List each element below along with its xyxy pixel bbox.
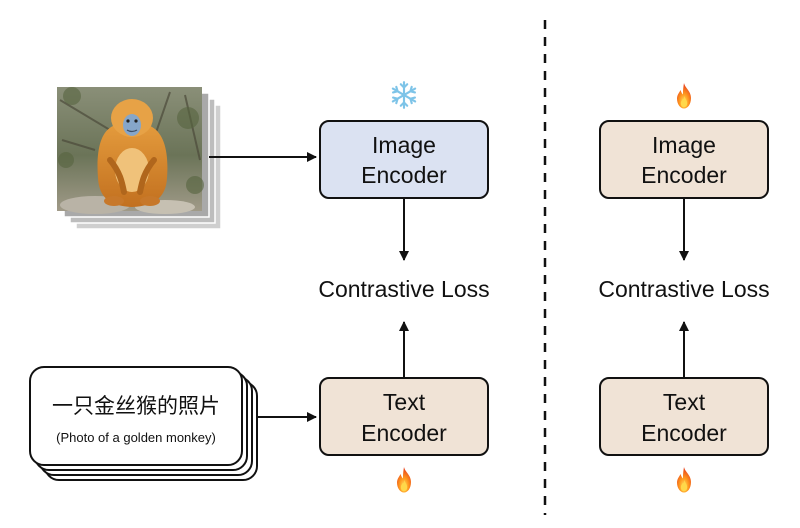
left-image-encoder-label-line2: Encoder (361, 162, 447, 188)
right-panel: Image Encoder Contrastive Loss Text Enco… (598, 83, 770, 493)
left-text-encoder-label-line1: Text (383, 389, 426, 415)
right-text-encoder-box (599, 377, 769, 456)
text-input-english: (Photo of a golden monkey) (56, 430, 216, 445)
right-contrastive-loss-label: Contrastive Loss (598, 276, 769, 302)
left-text-encoder-label-line2: Encoder (361, 420, 447, 446)
monkey-photo (57, 87, 204, 214)
right-image-encoder-label-line2: Encoder (641, 162, 727, 188)
right-text-encoder-label-line1: Text (663, 389, 706, 415)
fire-icon (677, 83, 691, 109)
left-image-encoder: Image Encoder (319, 120, 489, 199)
fire-icon (397, 467, 411, 493)
golden-monkey (97, 99, 168, 207)
snowflake-icon (391, 81, 417, 109)
fire-icon (677, 467, 691, 493)
left-text-encoder-box (319, 377, 489, 456)
text-input-stack: 一只金丝猴的照片 (Photo of a golden monkey) (29, 366, 258, 481)
right-image-encoder-label-line1: Image (652, 132, 716, 158)
text-input-chinese: 一只金丝猴的照片 (52, 394, 220, 418)
left-text-encoder: Text Encoder (319, 377, 489, 456)
right-image-encoder: Image Encoder (599, 120, 769, 199)
text-card-front (29, 366, 243, 466)
right-text-encoder-label-line2: Encoder (641, 420, 727, 446)
left-contrastive-loss-label: Contrastive Loss (318, 276, 489, 302)
right-text-encoder: Text Encoder (599, 377, 769, 456)
left-image-encoder-label-line1: Image (372, 132, 436, 158)
left-panel: Image Encoder Contrastive Loss Text Enco… (29, 81, 490, 493)
image-input-stack (57, 87, 222, 230)
